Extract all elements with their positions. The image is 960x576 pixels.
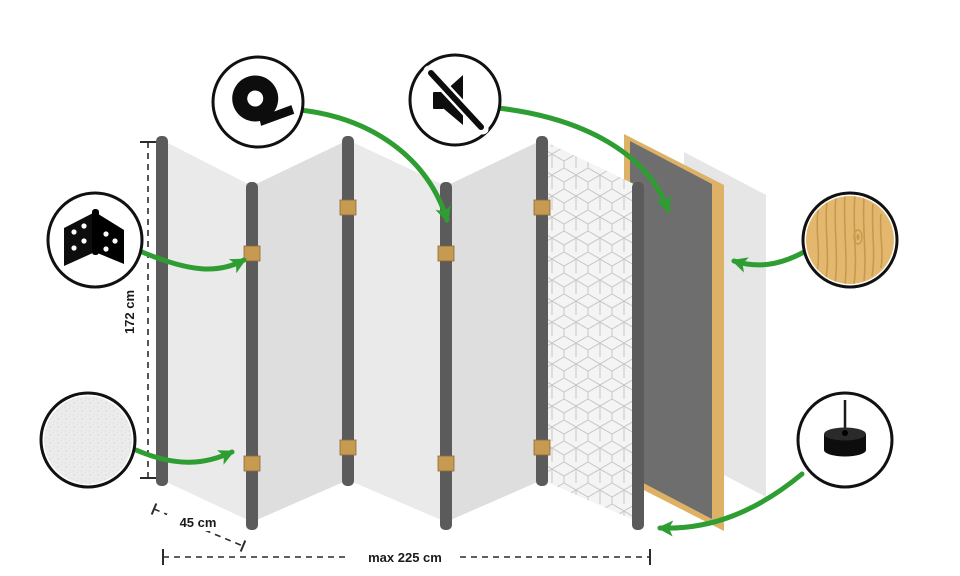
folding-panels (162, 140, 638, 522)
hinges (243, 199, 551, 472)
wood-grain-lines (816, 196, 883, 284)
max-width-label: max 225 cm (368, 550, 442, 565)
muted-speaker-icon (423, 65, 489, 135)
hinge-fold3-bottom (437, 455, 455, 472)
hinge-fold2-top (339, 199, 357, 216)
panel-edge-2 (342, 136, 354, 486)
hinge-fold1-top (243, 245, 261, 262)
arrow-fabric-to-panel (133, 447, 235, 465)
panel-edge-4 (536, 136, 548, 486)
callout-hinge (46, 191, 144, 289)
hinge-fold3-top (437, 245, 455, 262)
panel-width-label: 45 cm (180, 515, 217, 530)
floor-pin-foot-icon (824, 400, 866, 457)
panel-edges (156, 136, 644, 530)
panel-width-label-bg (167, 514, 230, 531)
metal-hinge-icon (64, 209, 124, 266)
hinge-fold4-top (533, 199, 551, 216)
callout-foot (796, 391, 894, 489)
panel-3 (348, 140, 446, 522)
panel-2 (252, 140, 348, 522)
arrow-tape-to-fold (297, 107, 451, 223)
panel-edge-5 (632, 182, 644, 530)
arrow-foot-to-base (657, 471, 805, 537)
fabric-texture-swatch (44, 396, 132, 484)
panel-1 (162, 140, 252, 522)
tape-roll-icon (232, 75, 295, 126)
max-width-label-bg (350, 548, 460, 566)
callout-soundproof (408, 53, 502, 147)
callout-arrows (133, 105, 807, 537)
panel-4 (446, 140, 542, 522)
callout-tape (211, 55, 305, 149)
arrow-mute-to-board (495, 105, 672, 213)
panel-5-geometric-pattern (542, 140, 638, 522)
rear-layers (624, 134, 766, 531)
hinge-fold2-bottom (339, 439, 357, 456)
dimensions: 172 cm 45 cm max 225 cm (122, 141, 651, 566)
callout-fabric (39, 391, 137, 489)
height-label: 172 cm (122, 290, 137, 334)
panel-width-tick-right (239, 540, 247, 552)
arrow-hinge-to-fold (139, 249, 247, 274)
hinge-fold4-bottom (533, 439, 551, 456)
panel-edge-3 (440, 182, 452, 530)
panel-width-tick-left (150, 503, 158, 515)
hinge-fold1-bottom (243, 455, 261, 472)
panel-edge-1 (246, 182, 258, 530)
arrow-wood-to-frame (731, 249, 807, 273)
callout-wood (801, 191, 899, 289)
dark-core-board (630, 141, 712, 519)
panel-edge-0 (156, 136, 168, 486)
